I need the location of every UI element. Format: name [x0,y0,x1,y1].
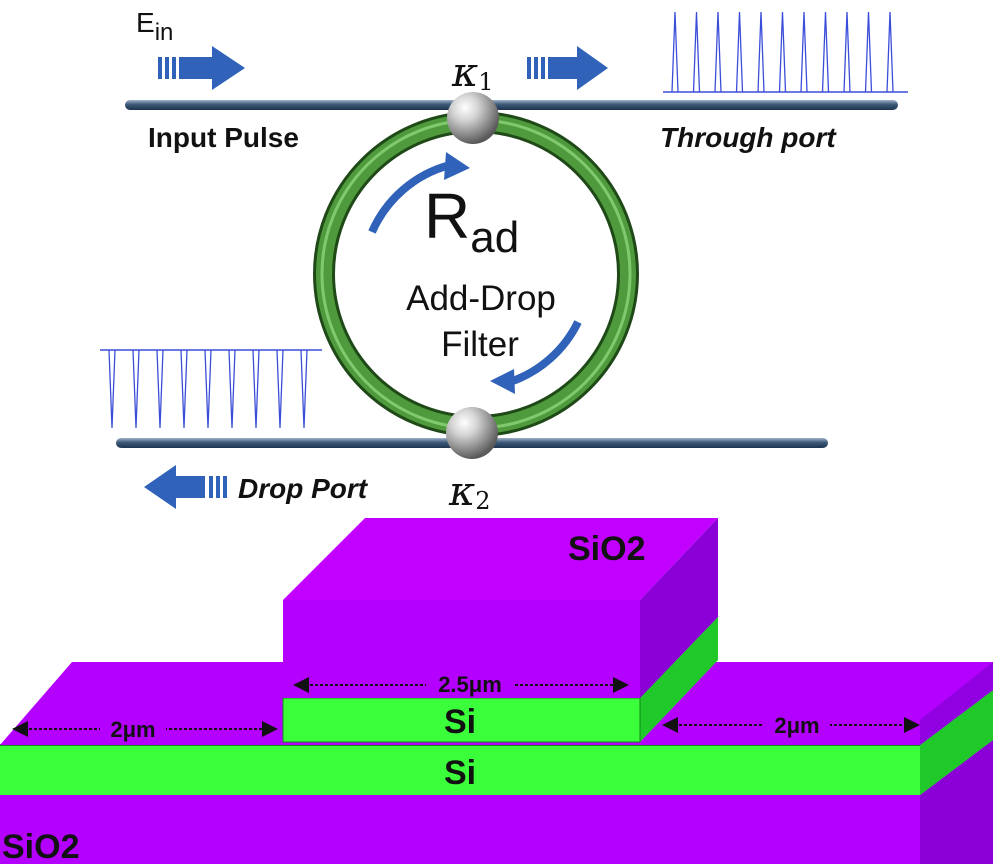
through-port-pulse [864,11,873,93]
ring-symbol: Rad [424,180,519,262]
ein-label: Ein [136,7,173,46]
substrate-sio2-label: SiO2 [2,828,79,864]
through-arrow-icon [527,46,608,90]
through-port-pulse [843,11,851,93]
ring-label-line2: Filter [441,325,519,364]
through-port-pulse [714,11,722,93]
coupler-sphere-top [447,92,499,144]
drop-port-pulse-train [100,349,322,429]
coupler-sphere-bottom [446,407,498,459]
through-port-pulse [735,11,744,93]
dimension-right: 2μm [662,712,920,738]
through-port-pulse [671,11,679,93]
through-port-pulse [800,11,808,93]
drop-port-label: Drop Port [238,473,369,504]
substrate-sio2-layer [0,740,993,864]
input-pulse-label: Input Pulse [148,122,299,153]
drop-port-pulse [300,349,308,429]
lower-si-label: Si [444,754,476,792]
drop-arrow-icon [144,465,227,509]
drop-port-pulse [180,349,188,429]
top-sio2-cladding [283,518,718,698]
drop-port-pulse [132,349,140,429]
kappa1-label: κ1 [451,50,494,96]
through-port-pulse-train [663,11,908,93]
kappa2-label: κ2 [448,469,491,515]
dimension-center: 2.5μm [293,672,629,697]
circulation-arrow-upper [368,152,470,234]
upper-si-core [282,617,718,743]
through-port-pulse [692,11,701,93]
drop-port-pulse [204,349,212,429]
top-sio2-label: SiO2 [568,530,645,568]
dimension-left-label: 2μm [110,717,155,742]
upper-bus-waveguide [125,100,898,110]
dimension-center-label: 2.5μm [438,672,502,697]
through-port-label: Through port [660,122,837,153]
through-port-pulse [778,11,787,93]
drop-port-pulse [156,349,164,429]
input-arrow-icon [158,46,245,90]
drop-port-pulse [228,349,236,429]
ring-resonator [313,111,639,437]
dimension-right-label: 2μm [774,713,819,738]
drop-port-pulse [252,349,260,429]
circulation-arrow-lower [490,320,582,394]
drop-port-pulse [108,349,116,429]
through-port-pulse [821,11,830,93]
drop-port-pulse [276,349,284,429]
dimension-left: 2μm [12,717,278,742]
through-port-pulse [757,11,765,93]
through-port-pulse [886,11,894,93]
ring-label-line1: Add-Drop [406,279,556,318]
upper-si-label: Si [444,703,476,741]
